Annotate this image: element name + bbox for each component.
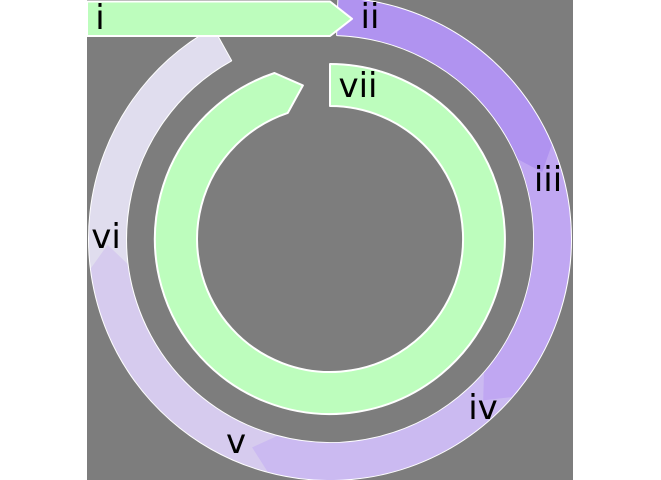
segment-iv-arc-arrow [252, 372, 512, 480]
segment-i-straight-arrow [86, 0, 353, 37]
label-ii: ii [360, 0, 380, 37]
label-vii: vii [338, 66, 378, 106]
label-i: i [95, 0, 105, 38]
segment-vi-arc [88, 28, 232, 269]
label-iv: iv [468, 388, 498, 428]
segment-ii-arc-arrow [337, 0, 552, 173]
segment-iii-arc-arrow [483, 144, 571, 401]
label-iii: iii [533, 160, 563, 200]
label-vi: vi [91, 217, 121, 257]
label-v: v [225, 422, 247, 462]
segment-vii-inner-circle-arrow [153, 63, 506, 415]
